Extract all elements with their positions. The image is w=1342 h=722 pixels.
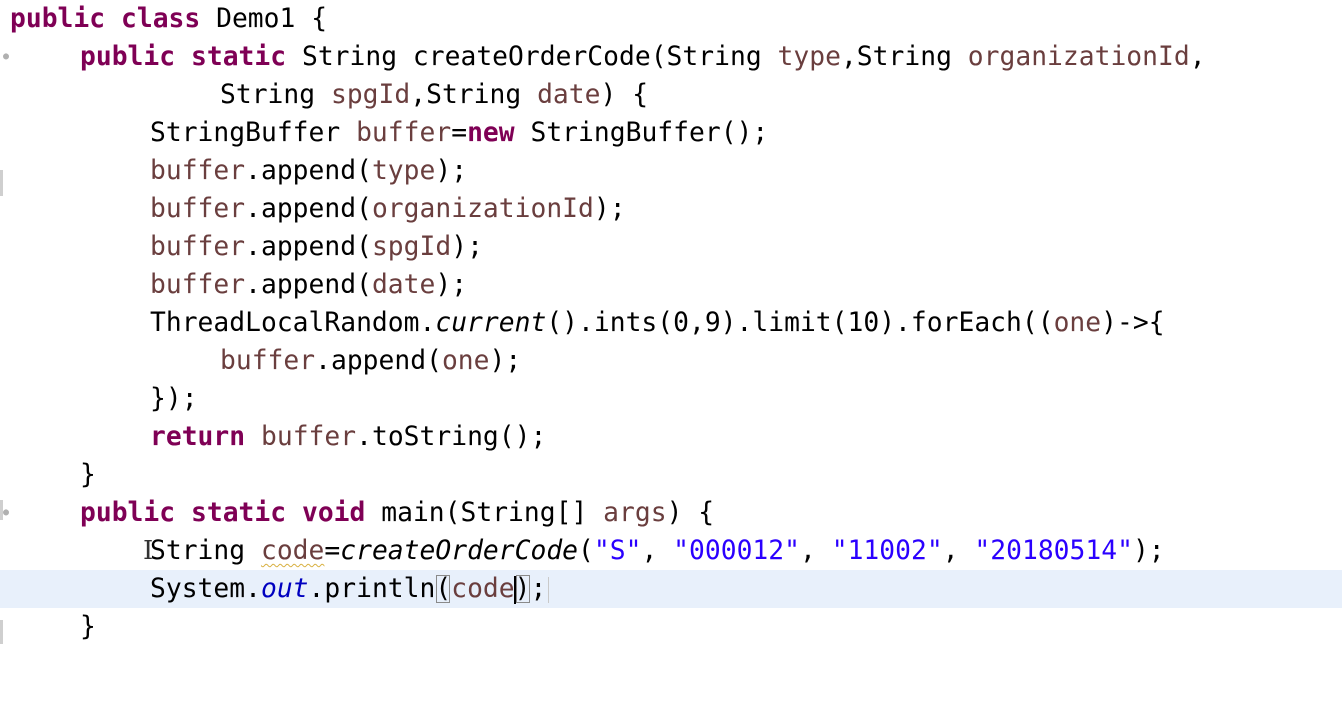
code-line[interactable]: } [80, 612, 96, 642]
code-line[interactable]: } [80, 460, 96, 490]
gutter-marker [0, 170, 3, 196]
current-code-line[interactable]: System.out.println(code); [0, 570, 1342, 608]
code-line[interactable]: public class Demo1 { [10, 4, 328, 34]
code-editor[interactable]: public class Demo1 { ● public static Str… [0, 0, 1342, 648]
code-line[interactable]: ThreadLocalRandom.current().ints(0,9).li… [150, 308, 1165, 338]
fold-dot-icon[interactable]: ● [2, 507, 10, 518]
ibeam-cursor-icon: I [143, 536, 154, 566]
code-line[interactable]: String spgId,String date) { [220, 80, 649, 110]
code-line[interactable]: buffer.append(spgId); [150, 232, 483, 262]
code-line[interactable]: buffer.append(organizationId); [150, 194, 626, 224]
code-line[interactable]: ● public static String createOrderCode(S… [2, 42, 1206, 72]
code-line[interactable]: buffer.append(type); [150, 156, 468, 186]
code-line[interactable]: }); [150, 384, 198, 414]
code-line[interactable]: ● public static void main(String[] args)… [2, 498, 715, 528]
gutter-marker [0, 620, 3, 644]
code-line[interactable]: buffer.append(date); [150, 270, 468, 300]
text-caret [513, 575, 516, 604]
code-line[interactable]: StringBuffer buffer=new StringBuffer(); [150, 118, 769, 148]
code-line[interactable]: return buffer.toString(); [150, 422, 547, 452]
gutter-marker [0, 500, 3, 520]
code-line[interactable]: I String code=createOrderCode("S", "0000… [143, 536, 1165, 566]
fold-dot-icon[interactable]: ● [2, 51, 10, 62]
code-line[interactable]: buffer.append(one); [220, 346, 522, 376]
